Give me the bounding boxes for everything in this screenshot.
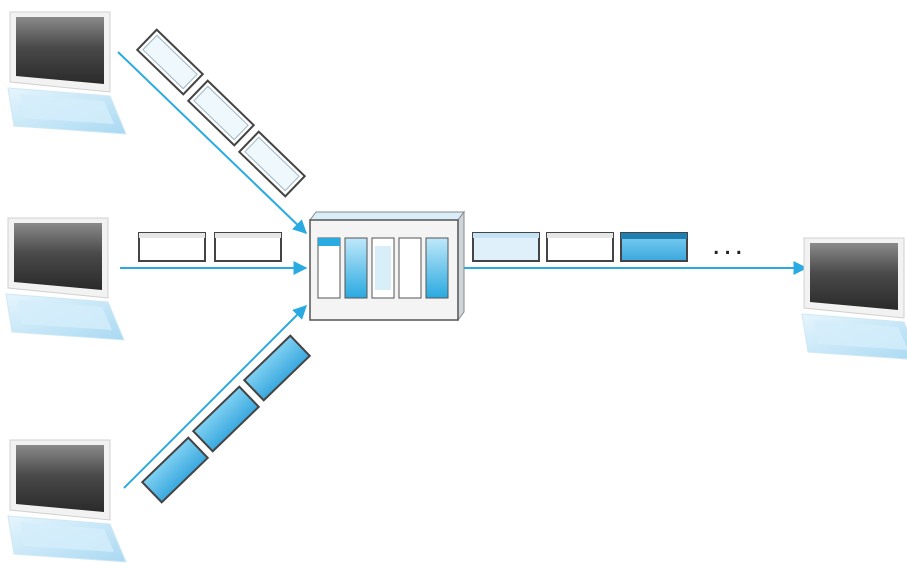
router-buffer-slot — [344, 237, 368, 299]
packet-mid-1 — [138, 232, 206, 262]
packet-bottom-2 — [191, 385, 261, 453]
packet-bottom-3 — [242, 334, 312, 402]
laptop-icon — [7, 439, 127, 563]
link-top-left-to-router — [117, 51, 308, 234]
packet-top-1 — [135, 28, 205, 96]
link-bottom-left-to-router — [123, 305, 307, 489]
packet-top-2 — [186, 79, 256, 147]
packet-bottom-1 — [140, 436, 210, 504]
laptop-icon — [801, 237, 907, 361]
router-buffer-slot — [371, 237, 395, 299]
packet-out-3 — [620, 232, 688, 262]
packet-mid-2 — [214, 232, 282, 262]
router-buffer-slot — [425, 237, 449, 299]
router-buffer-slot — [398, 237, 422, 299]
packet-out-2 — [546, 232, 614, 262]
packet-out-1 — [472, 232, 540, 262]
router-icon — [309, 210, 465, 322]
laptop-icon — [5, 217, 125, 341]
more-packets-ellipsis: ... — [712, 228, 747, 261]
laptop-icon — [7, 11, 127, 135]
router-buffer-slot — [317, 237, 341, 299]
packet-top-3 — [237, 130, 307, 198]
